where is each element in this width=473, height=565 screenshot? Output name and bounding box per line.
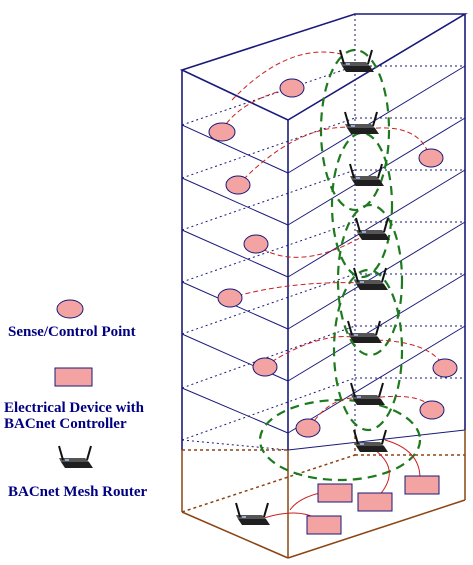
router-icon xyxy=(58,445,94,469)
device-box-icon xyxy=(357,492,393,512)
mesh-routers xyxy=(235,49,391,526)
router-icon xyxy=(344,111,380,135)
router-icon xyxy=(350,382,386,406)
router-icon xyxy=(235,502,271,526)
sensor-points xyxy=(208,78,458,438)
hidden-edges xyxy=(181,13,465,451)
sensor-point-icon xyxy=(252,357,278,377)
sensor-point-icon xyxy=(279,78,305,98)
sensor-point-icon xyxy=(225,175,251,195)
mesh-links xyxy=(258,48,422,482)
basement-frame xyxy=(181,430,466,559)
floor-slabs xyxy=(181,65,466,451)
sensor-point-icon xyxy=(243,234,269,254)
sensor-point-icon xyxy=(419,400,445,420)
legend-router-label: BACnet Mesh Router xyxy=(8,484,147,500)
electrical-devices xyxy=(306,475,440,535)
legend-sense-label: Sense/Control Point xyxy=(8,324,136,340)
legend-device-label-1: Electrical Device with xyxy=(4,400,145,416)
sensor-point-icon xyxy=(295,418,321,438)
device-box-icon xyxy=(54,367,93,387)
sensor-point-icon xyxy=(217,288,243,308)
sensor-point-icon xyxy=(56,299,84,319)
router-icon xyxy=(347,320,383,344)
device-box-icon xyxy=(404,475,440,495)
sensor-point-icon xyxy=(418,148,444,168)
device-box-icon xyxy=(306,515,342,535)
legend: Sense/Control Point Electrical Device wi… xyxy=(4,299,147,500)
router-icon xyxy=(355,217,391,241)
router-icon xyxy=(339,49,375,73)
sensor-point-icon xyxy=(208,122,236,142)
device-box-icon xyxy=(317,483,353,503)
legend-device-label-2: BACnet Controller xyxy=(4,416,127,432)
sensor-point-icon xyxy=(432,358,458,378)
building-frame xyxy=(179,13,468,450)
